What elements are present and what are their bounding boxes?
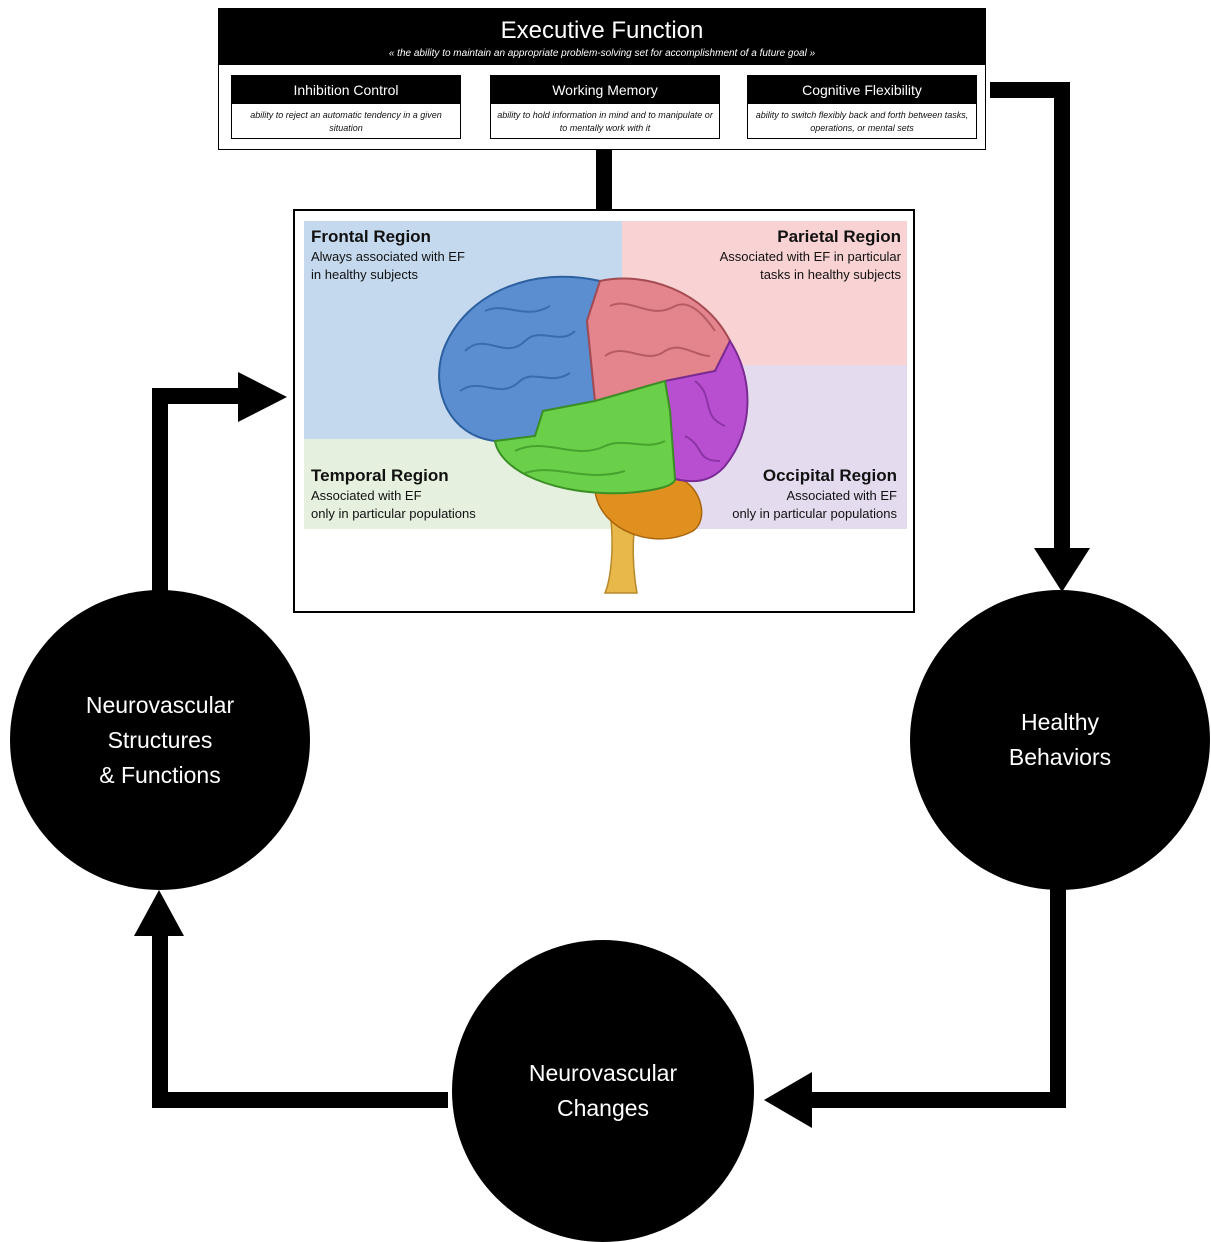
parietal-region-line1: Associated with EF in particular	[719, 249, 901, 264]
node-neurovascular-structures: Neurovascular Structures & Functions	[10, 590, 310, 890]
component-description: ability to reject an automatic tendency …	[250, 110, 442, 133]
arrow-healthy-to-changes	[764, 880, 1066, 1128]
temporal-region-label: Temporal Region Associated with EF only …	[311, 465, 476, 523]
occipital-region-label: Occipital Region Associated with EF only…	[732, 465, 897, 523]
arrow-changes-to-structures	[134, 890, 448, 1108]
temporal-region-title: Temporal Region	[311, 466, 449, 485]
frontal-region-line2: in healthy subjects	[311, 267, 418, 282]
node-neurovascular-changes: Neurovascular Changes	[452, 940, 754, 1242]
occipital-region-line2: only in particular populations	[732, 506, 897, 521]
frontal-region-title: Frontal Region	[311, 227, 431, 246]
node-healthy-behaviors-label: Healthy Behaviors	[1008, 709, 1112, 770]
node-neurovascular-structures-label: Neurovascular Structures & Functions	[85, 691, 235, 788]
brain-illustration	[438, 275, 749, 594]
occipital-region-line1: Associated with EF	[786, 488, 897, 503]
arrow-ef-to-healthy-behaviors	[990, 82, 1090, 592]
executive-function-definition: « the ability to maintain an appropriate…	[388, 48, 816, 59]
component-title: Working Memory	[491, 76, 719, 104]
component-inhibition-control: Inhibition Control ability to reject an …	[231, 75, 461, 139]
parietal-region-title: Parietal Region	[777, 227, 901, 246]
component-description: ability to switch flexibly back and fort…	[755, 110, 969, 133]
component-description: ability to hold information in mind and …	[497, 110, 713, 133]
component-cognitive-flexibility: Cognitive Flexibility ability to switch …	[747, 75, 977, 139]
component-working-memory: Working Memory ability to hold informati…	[490, 75, 720, 139]
executive-function-title: Executive Function	[500, 17, 704, 44]
brain-regions-panel: Frontal Region Always associated with EF…	[293, 209, 915, 613]
executive-function-box: Executive Function « the ability to main…	[218, 8, 986, 150]
node-healthy-behaviors: Healthy Behaviors	[910, 590, 1210, 890]
ef-brain-connector	[596, 150, 612, 210]
node-neurovascular-changes-label: Neurovascular Changes	[528, 1060, 678, 1121]
occipital-region-title: Occipital Region	[762, 466, 897, 485]
frontal-region-label: Frontal Region Always associated with EF…	[311, 226, 465, 284]
parietal-region-label: Parietal Region Associated with EF in pa…	[720, 226, 901, 284]
component-title: Cognitive Flexibility	[748, 76, 976, 104]
arrow-structures-to-brain	[152, 372, 287, 593]
temporal-region-line1: Associated with EF	[311, 488, 422, 503]
frontal-region-line1: Always associated with EF	[311, 249, 465, 264]
temporal-region-line2: only in particular populations	[311, 506, 476, 521]
component-title: Inhibition Control	[232, 76, 460, 104]
parietal-region-line2: tasks in healthy subjects	[760, 267, 901, 282]
executive-function-header: Executive Function « the ability to main…	[219, 9, 985, 65]
